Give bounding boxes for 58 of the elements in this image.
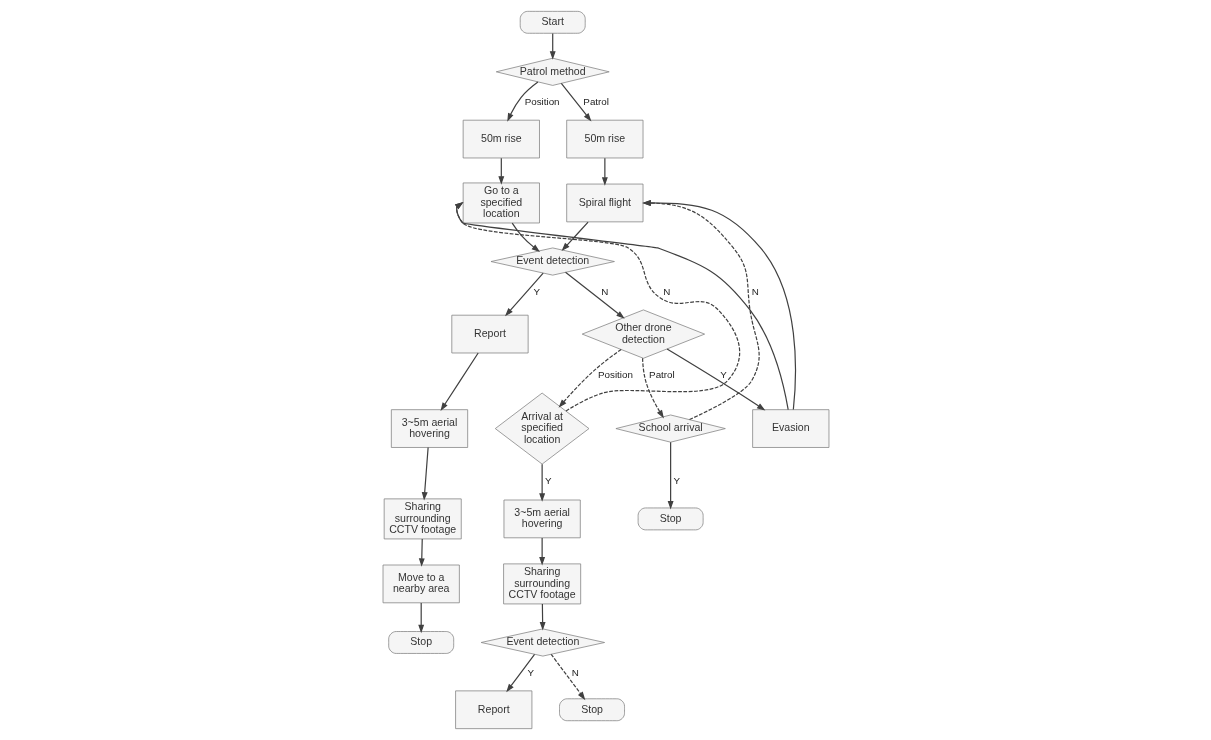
arrow xyxy=(497,157,504,185)
arrow xyxy=(421,446,429,501)
node-box: Evasion xyxy=(751,409,829,448)
node-diamond: Patrol method xyxy=(495,57,610,86)
node-box: Stop xyxy=(387,631,454,654)
arrow xyxy=(505,653,535,693)
node-box: 3~5m aerial hovering xyxy=(503,499,581,539)
edge-label: Patrol xyxy=(648,369,675,381)
node-box: Report xyxy=(454,690,532,730)
node-box: Stop xyxy=(558,698,625,722)
arrow xyxy=(506,81,538,122)
node-diamond: School arrival xyxy=(615,414,726,443)
arrow xyxy=(511,222,540,253)
arrow xyxy=(417,602,424,634)
edge-label: Y xyxy=(527,667,534,679)
node-box: Stop xyxy=(637,507,703,531)
node-box: Move to a nearby area xyxy=(382,564,460,604)
arrow xyxy=(560,82,591,122)
edge-label: Y xyxy=(544,475,551,487)
arrow xyxy=(549,32,556,60)
edge-label: N xyxy=(751,286,759,298)
edge-label: Y xyxy=(533,286,540,298)
edge-label: Position xyxy=(524,96,560,108)
arrow xyxy=(538,537,545,566)
edge-label: N xyxy=(662,286,670,298)
node-box: Sharing surrounding CCTV footage xyxy=(383,498,462,540)
arrow xyxy=(561,221,589,252)
edge-label: Position xyxy=(597,369,633,381)
node-diamond: Arrival at specified location xyxy=(494,392,589,465)
arrow xyxy=(504,272,544,317)
arrow xyxy=(564,271,625,319)
arrow xyxy=(550,653,585,701)
arrow xyxy=(558,348,622,408)
arrow xyxy=(667,441,674,510)
node-diamond: Event detection xyxy=(490,247,615,276)
node-box: 50m rise xyxy=(565,119,643,159)
arrow xyxy=(538,463,545,502)
node-box: Sharing surrounding CCTV footage xyxy=(502,563,581,605)
node-box: 3~5m aerial hovering xyxy=(390,409,468,448)
node-box: Go to a specified location xyxy=(462,182,540,224)
edge-label: Y xyxy=(672,475,680,487)
arrow xyxy=(641,200,796,411)
arrow xyxy=(665,348,765,411)
edge-label: N xyxy=(571,667,579,679)
arrow xyxy=(418,538,425,567)
arrow xyxy=(641,357,664,419)
edge-label: N xyxy=(600,286,608,298)
node-box: Spiral flight xyxy=(565,183,643,223)
arrow xyxy=(641,200,760,421)
node-diamond: Event detection xyxy=(480,628,605,657)
arrow xyxy=(539,603,546,631)
node-box: Start xyxy=(519,10,586,34)
arrow xyxy=(440,352,479,411)
edge-label: Patrol xyxy=(582,96,609,108)
edge-label: Y xyxy=(719,369,727,381)
node-box: 50m rise xyxy=(462,119,540,159)
node-box: Report xyxy=(450,314,529,354)
arrow xyxy=(601,157,608,186)
